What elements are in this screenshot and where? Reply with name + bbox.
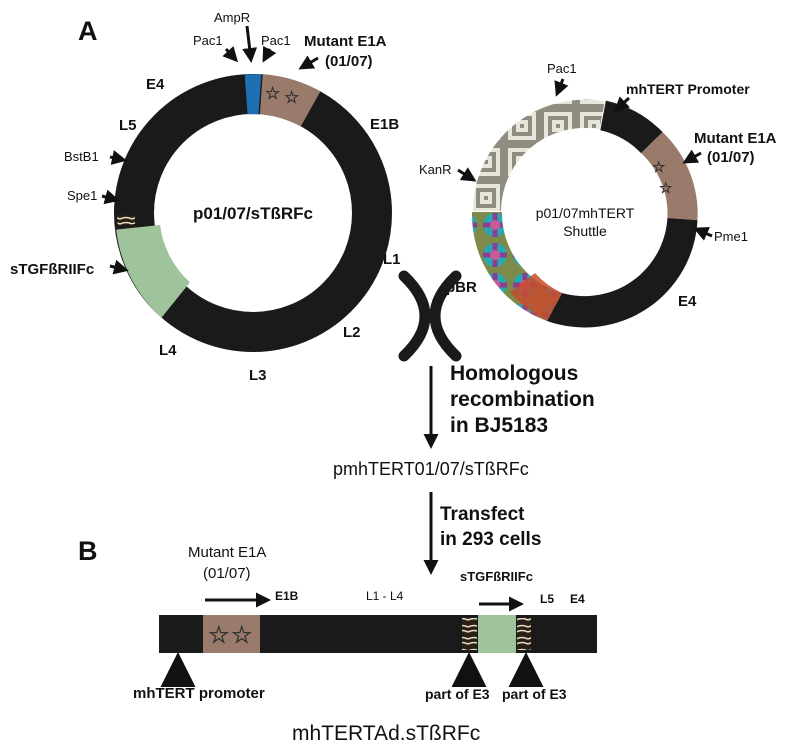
l2-label: L2 (343, 324, 361, 341)
l5-label: L5 (119, 117, 137, 134)
step1-line3: in BJ5183 (450, 414, 548, 437)
l4-label: L4 (159, 342, 177, 359)
kanr-label: KanR (419, 162, 452, 177)
pac1-right-arrow (262, 45, 277, 63)
intermediate-plasmid-name: pmhTERT01/07/sTßRFc (333, 459, 529, 479)
b-mutant-e1a-label: Mutant E1A (188, 544, 266, 561)
b-e4-label: E4 (570, 592, 585, 606)
pac1-left-arrow (222, 46, 239, 63)
plasmid-1-name: p01/07/sTßRFc (193, 204, 313, 223)
plasmid-2-name-line1: p01/07mhTERT (536, 205, 635, 221)
plasmid-1-ring (114, 74, 392, 352)
p2-mutant-e1a-arrow (682, 149, 702, 164)
step1-line2: recombination (450, 388, 595, 411)
e4-label: E4 (146, 76, 165, 93)
bstb1-arrow (109, 150, 127, 165)
kanr-arrow (457, 167, 477, 182)
e1b-label: E1B (370, 116, 399, 133)
pme1-arrow (693, 226, 713, 241)
star-2: ☆ (284, 88, 299, 107)
bstb1-label: BstB1 (64, 149, 99, 164)
part-e3-left-label: part of E3 (425, 686, 490, 702)
spe1-label: Spe1 (67, 188, 97, 203)
step1-line1: Homologous (450, 362, 578, 385)
p2-mutant-e1a-sub: (01/07) (707, 149, 755, 166)
mutant-e1a-sub: (01/07) (325, 53, 373, 70)
ampr-label: AmpR (214, 10, 250, 25)
step2-line1: Transfect (440, 504, 525, 525)
mhtert-promoter-arrow (613, 96, 631, 113)
b-mutant-e1a-sub: (01/07) (203, 565, 251, 582)
ampr-arrow (242, 25, 258, 63)
pac1-right-label: Pac1 (261, 33, 291, 48)
mhtert-promoter-label: mhTERT Promoter (626, 81, 750, 97)
l1-label: L1 (383, 251, 401, 268)
p2-pac1-arrow (554, 78, 569, 97)
b-l5-label: L5 (540, 592, 554, 606)
stgf-arrow (109, 259, 129, 275)
b-e1b-label: E1B (275, 589, 299, 603)
plasmid-2-name-line2: Shuttle (563, 223, 607, 239)
stgf-label: sTGFßRIIFc (10, 261, 94, 278)
panel-a-letter: A (78, 16, 98, 46)
part-e3-right-label: part of E3 (502, 686, 567, 702)
pac1-left-label: Pac1 (193, 33, 223, 48)
spe1-arrow (101, 189, 120, 205)
p2-mutant-e1a-label: Mutant E1A (694, 130, 777, 147)
mutant-e1a-label: Mutant E1A (304, 33, 387, 50)
star-1: ☆ (265, 84, 280, 103)
b-l1-l4-label: L1 - L4 (366, 589, 404, 603)
panel-b-letter: B (78, 536, 98, 566)
b-mhtert-promoter-label: mhTERT promoter (133, 685, 265, 702)
p2-e4-label: E4 (678, 293, 697, 310)
mutant-e1a-arrow (298, 55, 319, 70)
step2-line2: in 293 cells (440, 529, 541, 550)
b-stgf-label: sTGFßRIIFc (460, 569, 533, 584)
p2-pac1-label: Pac1 (547, 61, 577, 76)
bar-star-1: ☆ (208, 622, 230, 649)
recombination-cross (398, 270, 462, 362)
bar-star-2: ☆ (231, 622, 253, 649)
plasmid-2-ring (470, 97, 698, 328)
p2-star-1: ☆ (652, 159, 665, 176)
l3-label: L3 (249, 367, 267, 384)
final-virus-name: mhTERTAd.sTßRFc (292, 722, 480, 745)
p2-star-2: ☆ (659, 180, 672, 197)
linear-genome-bar (159, 615, 597, 653)
pme1-label: Pme1 (714, 229, 748, 244)
